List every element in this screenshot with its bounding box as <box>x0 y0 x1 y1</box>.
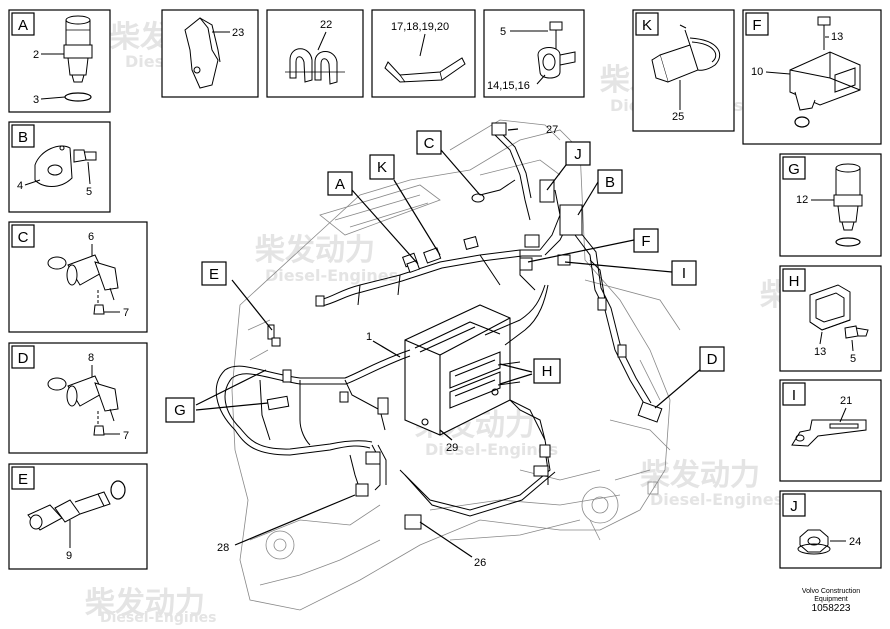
callout-A: A <box>327 171 353 196</box>
callout-letter: K <box>377 159 387 176</box>
callout-letter: A <box>335 176 345 193</box>
box-letter: J <box>790 498 798 515</box>
callout-letter: B <box>605 174 615 191</box>
callout-J: J <box>565 141 591 166</box>
box-letter: I <box>792 387 796 404</box>
part-number: 7 <box>123 307 129 319</box>
callout-G: G <box>165 397 195 423</box>
part-number: 3 <box>33 94 39 106</box>
callout-letter: H <box>542 363 553 380</box>
footer-company-line: Volvo Construction <box>801 588 861 595</box>
part-number-26: 26 <box>474 557 486 569</box>
callout-B: B <box>597 169 623 194</box>
callout-I: I <box>671 260 697 286</box>
detail-box-17-20: 17,18,19,20 <box>371 9 476 98</box>
callout-letter: C <box>424 135 435 152</box>
footer-doc-number: 1058223 <box>811 603 851 614</box>
part-number: 10 <box>751 66 763 78</box>
callout-letter: F <box>641 233 650 250</box>
callout-letter: E <box>209 266 219 283</box>
callout-letter: G <box>174 402 186 419</box>
part-number: 9 <box>66 550 72 562</box>
box-letter: E <box>18 471 28 488</box>
box-letter: G <box>788 161 800 178</box>
callout-E: E <box>201 261 227 286</box>
part-number: 7 <box>123 430 129 442</box>
part-number: 13 <box>814 346 826 358</box>
part-number-29: 29 <box>446 442 458 454</box>
part-number-27: 27 <box>546 124 558 136</box>
part-number-22: 22 <box>320 19 332 31</box>
part-number-28: 28 <box>217 542 229 554</box>
callout-letter: D <box>707 351 718 368</box>
detail-box-G: G 12 <box>779 153 882 257</box>
callout-D: D <box>699 346 725 372</box>
callout-K: K <box>369 154 395 180</box>
part-number: 24 <box>849 536 861 548</box>
part-number-14-16: 14,15,16 <box>487 80 530 92</box>
detail-box-C: C 6 7 <box>8 221 148 333</box>
callout-C: C <box>416 130 442 155</box>
box-letter: A <box>18 17 28 34</box>
detail-box-H: H 13 5 <box>779 265 882 372</box>
wiring-harness <box>215 123 652 517</box>
footer-company: Volvo Construction Equipment <box>790 588 872 604</box>
engine-outline <box>231 119 681 611</box>
part-number: 8 <box>88 352 94 364</box>
part-number: 25 <box>672 111 684 123</box>
detail-box-I: I 21 <box>779 379 882 482</box>
leader-lines <box>195 128 703 558</box>
box-letter: C <box>18 229 29 246</box>
part-number-17-20: 17,18,19,20 <box>391 21 449 33</box>
detail-box-F: F 13 10 <box>742 9 882 145</box>
detail-box-E: E 9 <box>8 463 148 570</box>
part-number: 5 <box>86 186 92 198</box>
detail-box-B: B 4 5 <box>8 121 111 213</box>
callout-letter: J <box>574 146 582 163</box>
detail-box-K: K 25 <box>632 9 735 132</box>
callout-H: H <box>533 358 561 384</box>
part-number: 6 <box>88 231 94 243</box>
box-letter: B <box>18 129 28 146</box>
part-number: 2 <box>33 49 39 61</box>
harness-connectors <box>266 122 663 530</box>
detail-box-22: 22 <box>266 9 364 98</box>
part-number-1: 1 <box>366 331 372 343</box>
callout-letter: I <box>682 265 686 282</box>
box-letter: F <box>752 17 761 34</box>
callout-F: F <box>633 228 659 253</box>
part-number: 4 <box>17 180 23 192</box>
box-letter: D <box>18 350 29 367</box>
part-number: 12 <box>796 194 808 206</box>
box-letter: H <box>789 273 800 290</box>
detail-box-J: J 24 <box>779 490 882 569</box>
part-number-23: 23 <box>232 27 244 39</box>
box-letter: K <box>642 17 652 34</box>
engine-control-unit <box>404 304 511 436</box>
detail-box-23: 23 <box>161 9 259 98</box>
detail-box-5-14: 5 14,15,16 <box>483 9 585 98</box>
part-number: 5 <box>850 353 856 365</box>
part-number-5: 5 <box>500 26 506 38</box>
detail-box-D: D 8 7 <box>8 342 148 454</box>
footer-sub-line: Equipment <box>814 596 848 603</box>
part-number: 21 <box>840 395 852 407</box>
detail-box-A: A 2 3 <box>8 9 111 113</box>
part-number: 13 <box>831 31 843 43</box>
